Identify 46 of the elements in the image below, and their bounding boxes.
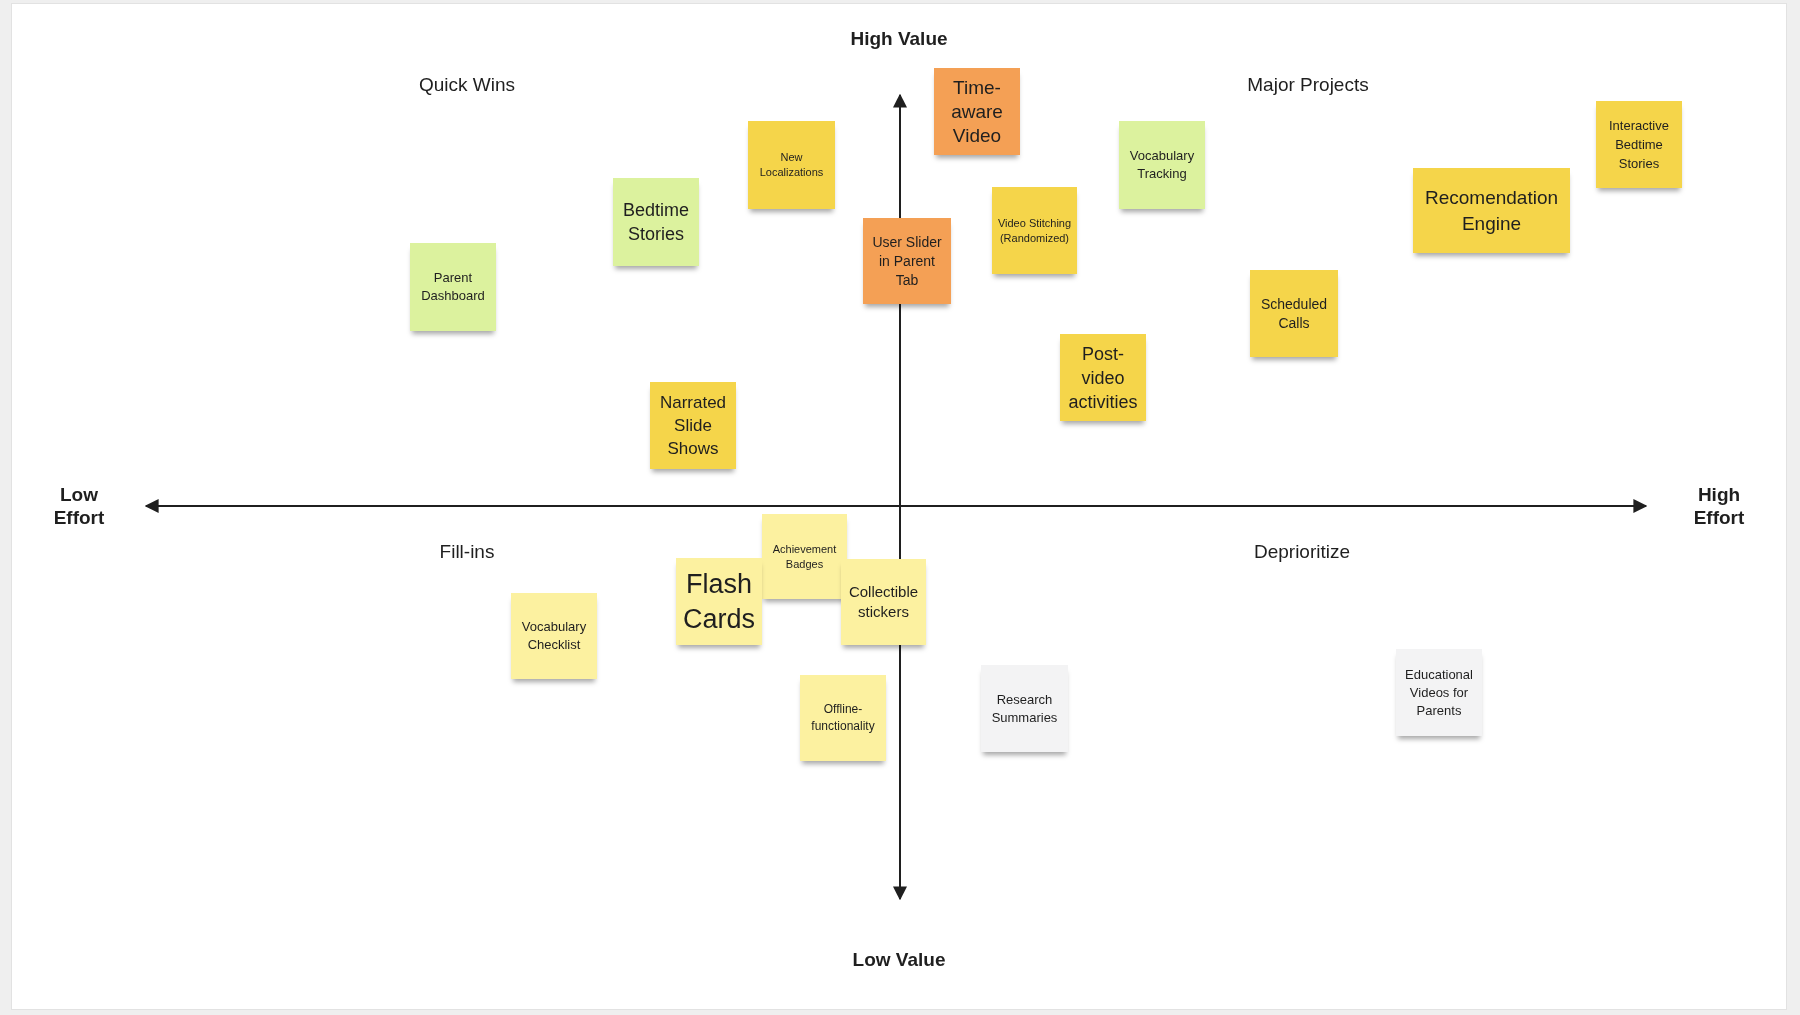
note-text: Flash Cards xyxy=(682,567,756,636)
note-text: Bedtime Stories xyxy=(621,199,690,246)
note-text: Post-video activities xyxy=(1067,342,1139,414)
sticky-note xyxy=(1060,334,1146,421)
note-text: Interactive Bedtime Stories xyxy=(1608,117,1670,173)
note-text: Time-aware Video xyxy=(950,75,1004,148)
note-text: Scheduled Calls xyxy=(1259,294,1329,333)
note-text: Research Summaries xyxy=(990,690,1059,727)
note-text: New Localizations xyxy=(758,150,825,180)
note-text: User Slider in Parent Tab xyxy=(871,232,943,290)
note-text: Narrated Slide Shows xyxy=(658,392,728,460)
axis-label: High Effort xyxy=(1692,483,1746,529)
note-text: Achievement Badges xyxy=(771,541,838,572)
sticky-note xyxy=(1119,121,1205,209)
sticky-note xyxy=(613,178,699,266)
quadrant-title: Fill-ins xyxy=(439,539,495,564)
note-text: Vocabulary Tracking xyxy=(1128,147,1196,183)
quadrant-title: Quick Wins xyxy=(418,72,516,97)
quadrant-title: Deprioritize xyxy=(1253,539,1351,564)
note-text: Video Stitching (Randomized) xyxy=(996,215,1073,246)
note-text: Collectible stickers xyxy=(847,582,920,622)
axis-label: High Value xyxy=(850,26,948,51)
sticky-note xyxy=(511,593,597,679)
axis-label: Low Effort xyxy=(52,483,106,529)
sticky-note xyxy=(748,121,835,209)
sticky-note xyxy=(762,514,847,599)
sticky-note xyxy=(992,187,1077,274)
sticky-note xyxy=(676,558,762,645)
sticky-note xyxy=(650,382,736,469)
note-text: Recomendation Engine xyxy=(1423,185,1560,236)
note-text: Parent Dashboard xyxy=(420,269,486,305)
sticky-note xyxy=(1250,270,1338,357)
sticky-note xyxy=(841,559,926,645)
note-text: Vocabulary Checklist xyxy=(520,618,588,654)
note-text: Offline-functionality xyxy=(810,701,876,735)
quadrant-title: Major Projects xyxy=(1247,72,1369,97)
sticky-note xyxy=(1596,101,1682,188)
sticky-note xyxy=(1396,649,1482,736)
sticky-note xyxy=(800,675,886,761)
sticky-note xyxy=(1413,168,1570,253)
sticky-note xyxy=(863,218,951,304)
sticky-note xyxy=(934,68,1020,155)
note-text: Educational Videos for Parents xyxy=(1404,665,1474,720)
sticky-note xyxy=(981,665,1068,752)
axis-label: Low Value xyxy=(852,947,946,972)
sticky-note xyxy=(410,243,496,331)
